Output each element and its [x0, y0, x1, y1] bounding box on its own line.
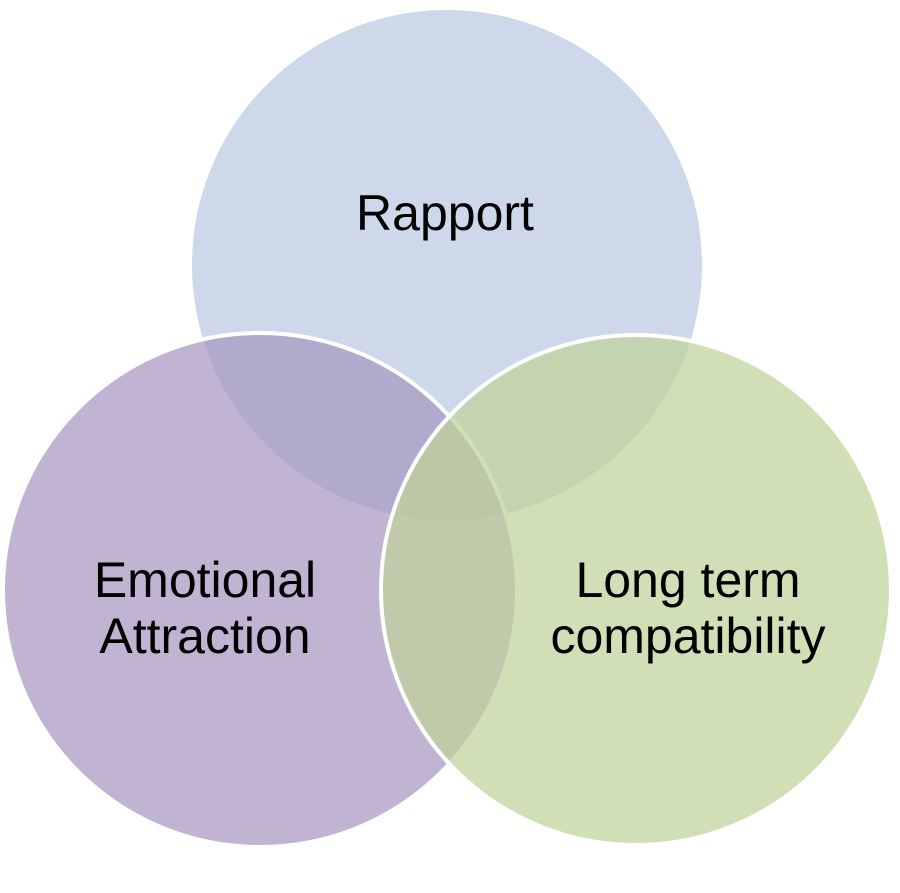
label-compatibility: compatibility	[550, 608, 825, 664]
label-attraction: Attraction	[99, 608, 310, 664]
label-long-term: Long term	[575, 552, 800, 608]
circle-long-term-compatibility	[379, 333, 893, 847]
label-rapport: Rapport	[356, 185, 534, 241]
label-emotional: Emotional	[94, 552, 316, 608]
